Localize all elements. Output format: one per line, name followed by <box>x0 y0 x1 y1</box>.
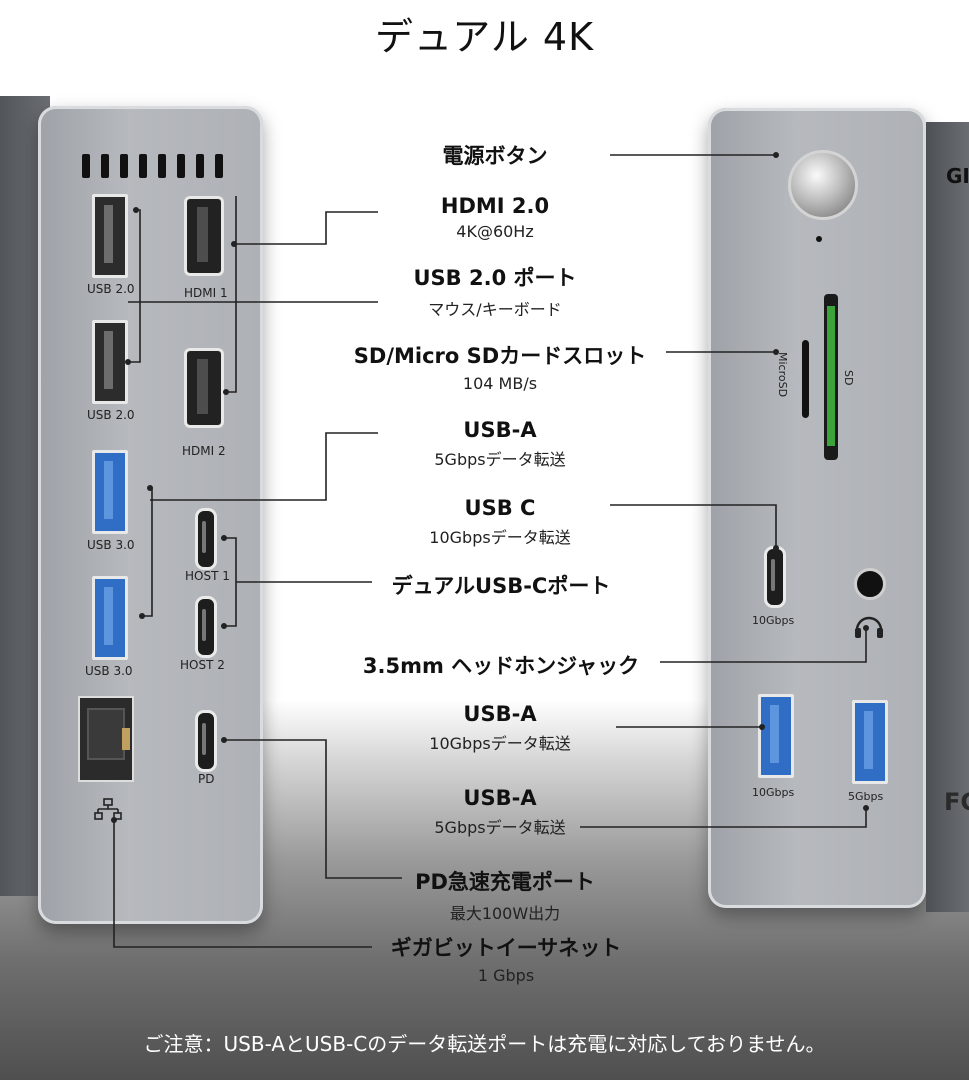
usb3-port-2 <box>92 576 128 660</box>
page-title: デュアル 4K <box>374 15 595 59</box>
usba-5gbps-port <box>852 700 888 784</box>
vent <box>120 154 128 178</box>
ethernet-port <box>78 696 134 782</box>
label-hdmi: HDMI 2.0 4K@60Hz <box>440 194 550 241</box>
label-pd-charging: PD急速充電ポート 最大100W出力 <box>415 870 595 923</box>
sd-slot <box>824 294 838 460</box>
usbc-host-port-1 <box>195 508 217 570</box>
vent <box>196 154 204 178</box>
dock-front-panel: GI MicroSD SD 10Gbps 10Gbps 5Gbps FC <box>708 108 969 920</box>
vent <box>139 154 147 178</box>
usb3-port-2-label: USB 3.0 <box>85 664 133 678</box>
microsd-label: MicroSD <box>776 352 789 398</box>
usba-5gbps-label: 5Gbps <box>848 790 884 803</box>
label-usba-5gbps-right: USB-A 5Gbpsデータ転送 <box>434 786 566 837</box>
fcc-mark: FC <box>944 788 969 816</box>
dock-back-panel: USB 2.0 USB 2.0 HDMI 1 HDMI 2 USB 3.0 US… <box>0 92 265 924</box>
label-usba-5gbps-left: USB-A 5Gbpsデータ転送 <box>434 418 566 469</box>
vent <box>177 154 185 178</box>
usbc-host-port-2-label: HOST 2 <box>180 658 225 672</box>
vent <box>215 154 223 178</box>
usbc-host-port-1-label: HOST 1 <box>185 569 230 583</box>
usb2-port-2-label: USB 2.0 <box>87 408 135 422</box>
usb2-port-1-label: USB 2.0 <box>87 282 135 296</box>
caution-note: ご注意：USB-AとUSB-Cのデータ転送ポートは充電に対応しておりません。 <box>143 1032 826 1056</box>
hdmi-port-1-label: HDMI 1 <box>184 286 228 300</box>
label-power-button: 電源ボタン <box>442 144 548 168</box>
brand-logo-partial: GI <box>946 164 969 188</box>
label-dual-usbc: デュアルUSB-Cポート <box>391 574 611 598</box>
hdmi-port-1 <box>184 196 224 276</box>
usbc-pd-port <box>195 710 217 772</box>
label-usbc-10gbps: USB C 10Gbpsデータ転送 <box>429 496 571 547</box>
microsd-slot <box>802 340 809 418</box>
usbc-host-port-2 <box>195 596 217 658</box>
ethernet-icon <box>94 798 122 827</box>
usba-10gbps-port <box>758 694 794 778</box>
usba-10gbps-label: 10Gbps <box>752 786 795 799</box>
vent <box>158 154 166 178</box>
label-usba-10gbps: USB-A 10Gbpsデータ転送 <box>429 702 571 753</box>
headphone-jack <box>854 568 886 600</box>
usb2-port-1 <box>92 194 128 278</box>
usb3-port-1 <box>92 450 128 534</box>
dock-side-right <box>926 122 969 912</box>
usbc-pd-port-label: PD <box>198 772 215 786</box>
hdmi-port-2 <box>184 348 224 428</box>
vent <box>101 154 109 178</box>
usbc-10gbps-label: 10Gbps <box>752 614 795 627</box>
label-ethernet: ギガビットイーサネット 1 Gbps <box>390 936 622 985</box>
label-usb2: USB 2.0 ポート マウス/キーボード <box>413 266 577 319</box>
label-headphone-jack: 3.5mm ヘッドホンジャック <box>362 654 640 678</box>
sd-label: SD <box>842 370 855 386</box>
headphone-icon <box>852 610 886 644</box>
vent <box>82 154 90 178</box>
hdmi-port-2-label: HDMI 2 <box>182 444 226 458</box>
power-led <box>816 236 822 242</box>
back-panel-face <box>38 106 263 924</box>
usb3-port-1-label: USB 3.0 <box>87 538 135 552</box>
label-sd-slot: SD/Micro SDカードスロット 104 MB/s <box>353 344 647 393</box>
power-button <box>788 150 858 220</box>
